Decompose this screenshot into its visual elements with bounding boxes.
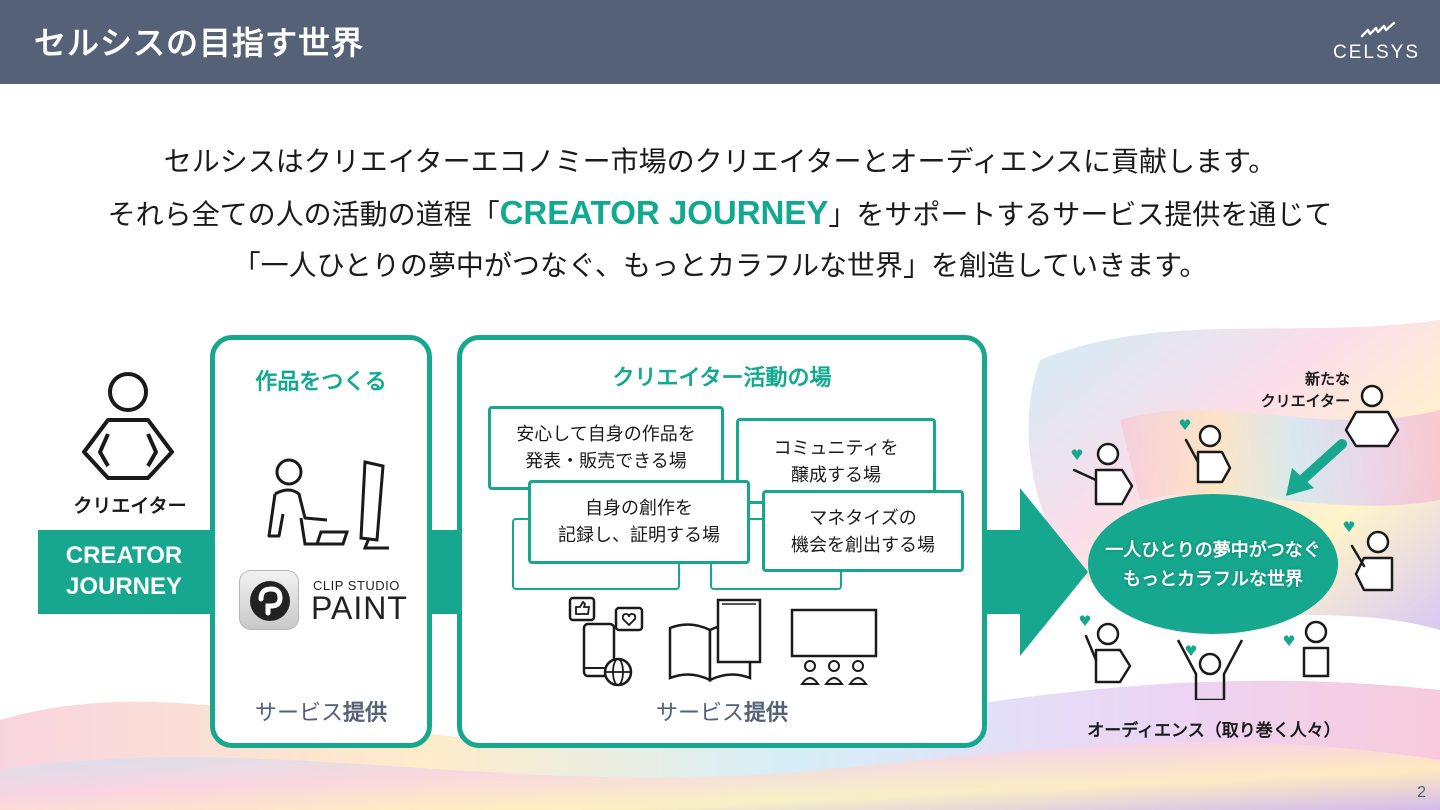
person-icon — [1072, 444, 1132, 504]
place-line: 自身の創作を — [531, 495, 747, 522]
make-works-panel: 作品をつくる CLIP STUDIO PAINT サービス提供 — [210, 335, 432, 748]
app-name-paint: PAINT — [311, 590, 408, 627]
intro-statement: セルシスはクリエイターエコノミー市場のクリエイターとオーディエンスに貢献します。… — [0, 136, 1440, 291]
intro-line-3: 「一人ひとりの夢中がつなぐ、もっとカラフルな世界」を創造していきます。 — [0, 240, 1440, 291]
activity-places-service-label: サービス提供 — [462, 695, 982, 727]
activity-places-title: クリエイター活動の場 — [462, 360, 982, 392]
clip-studio-logo-icon — [246, 577, 294, 625]
journey-line-1: CREATOR — [44, 540, 204, 571]
presentation-audience-icon — [792, 610, 876, 684]
make-works-service-label: サービス提供 — [215, 695, 427, 727]
service-label-bold: 提供 — [744, 701, 788, 726]
intro-line-2: それら全ての人の活動の道程「CREATOR JOURNEY」をサポートするサービ… — [0, 187, 1440, 240]
person-icon — [1180, 419, 1230, 482]
clip-studio-paint-app-icon — [239, 570, 299, 630]
artist-at-desk-icon — [257, 458, 397, 554]
place-monetize: マネタイズの 機会を創出する場 — [762, 490, 964, 572]
place-line: 安心して自身の作品を — [491, 421, 721, 448]
heart-icon — [1344, 521, 1355, 532]
journey-line-2: JOURNEY — [44, 571, 204, 602]
person-icon — [1344, 521, 1392, 590]
heart-icon — [1180, 419, 1191, 430]
smartphone-social-icon — [570, 598, 642, 685]
page-title: セルシスの目指す世界 — [34, 18, 364, 64]
header-bar: セルシスの目指す世界 CELSYS — [0, 0, 1440, 84]
heart-icon — [1072, 449, 1083, 460]
person-icon — [1080, 615, 1130, 682]
heart-icon — [1284, 635, 1295, 646]
heart-icon — [1186, 645, 1197, 656]
audience-label: オーディエンス（取り巻く人々） — [1064, 716, 1364, 741]
make-works-title: 作品をつくる — [215, 364, 427, 396]
celsys-logo: CELSYS — [1330, 14, 1420, 70]
heart-icon — [1080, 615, 1091, 626]
new-creator-line-2: クリエイター — [1230, 390, 1350, 412]
logo-mark-icon — [1360, 20, 1404, 40]
place-line: 記録し、証明する場 — [531, 522, 747, 549]
creator-person-icon — [78, 370, 178, 490]
creator-label: クリエイター — [50, 491, 210, 518]
new-creator-icon — [1346, 386, 1398, 446]
place-line: マネタイズの — [765, 505, 961, 532]
service-label-text: サービス — [255, 701, 343, 726]
person-icon — [1284, 622, 1328, 676]
creator-journey-label: CREATOR JOURNEY — [44, 540, 204, 602]
place-publish-sell: 安心して自身の作品を 発表・販売できる場 — [488, 406, 724, 490]
service-label-text: サービス — [656, 701, 744, 726]
place-line: コミュニティを — [739, 435, 933, 462]
creator-journey-highlight: CREATOR JOURNEY — [500, 194, 829, 231]
place-line: 機会を創出する場 — [765, 532, 961, 559]
logo-text: CELSYS — [1333, 42, 1420, 64]
intro-line-2-before: それら全ての人の活動の道程「 — [108, 198, 500, 231]
service-label-bold: 提供 — [343, 701, 387, 726]
intro-line-1: セルシスはクリエイターエコノミー市場のクリエイターとオーディエンスに貢献します。 — [0, 136, 1440, 187]
new-creator-label: 新たな クリエイター — [1230, 368, 1350, 412]
place-line: 醸成する場 — [739, 462, 933, 489]
activity-places-panel: クリエイター活動の場 安心して自身の作品を 発表・販売できる場 コミュニティを … — [457, 335, 987, 748]
book-icon — [670, 600, 760, 680]
place-line: 発表・販売できる場 — [491, 448, 721, 475]
service-icons — [562, 594, 892, 690]
intro-line-2-after: 」をサポートするサービス提供を通じて — [828, 198, 1332, 231]
person-icon — [1178, 640, 1242, 700]
new-creator-line-1: 新たな — [1230, 368, 1350, 390]
audience-people-icons — [1060, 370, 1420, 700]
new-creator-arrow-icon — [1300, 444, 1342, 482]
page-number: 2 — [1417, 784, 1426, 802]
place-record-prove: 自身の創作を 記録し、証明する場 — [528, 480, 750, 564]
